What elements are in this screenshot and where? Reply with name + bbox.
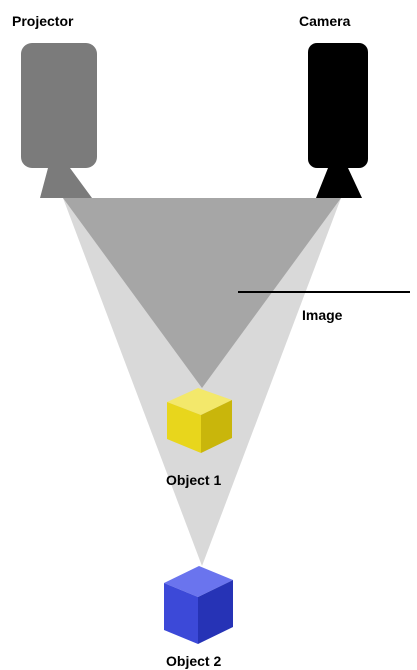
camera-label: Camera: [299, 13, 351, 29]
camera-body: [308, 43, 368, 168]
camera-lens: [316, 168, 362, 198]
camera-device: [308, 43, 368, 198]
object-1-label: Object 1: [166, 472, 221, 488]
object-2-cube: [164, 566, 233, 644]
object-2-label: Object 2: [166, 653, 221, 669]
object-1-cube: [167, 388, 232, 453]
cube-2-right-face: [198, 580, 233, 644]
cube-2-top-face: [164, 566, 233, 597]
projector-device: [21, 43, 97, 198]
projector-body: [21, 43, 97, 168]
cube-1-left-face: [167, 402, 201, 453]
cube-1-top-face: [167, 388, 232, 415]
image-label: Image: [302, 307, 343, 323]
image-triangle: [63, 198, 341, 388]
cube-2-left-face: [164, 583, 198, 644]
projector-label: Projector: [12, 13, 74, 29]
cube-1-right-face: [201, 400, 232, 453]
projector-lens: [40, 168, 92, 198]
